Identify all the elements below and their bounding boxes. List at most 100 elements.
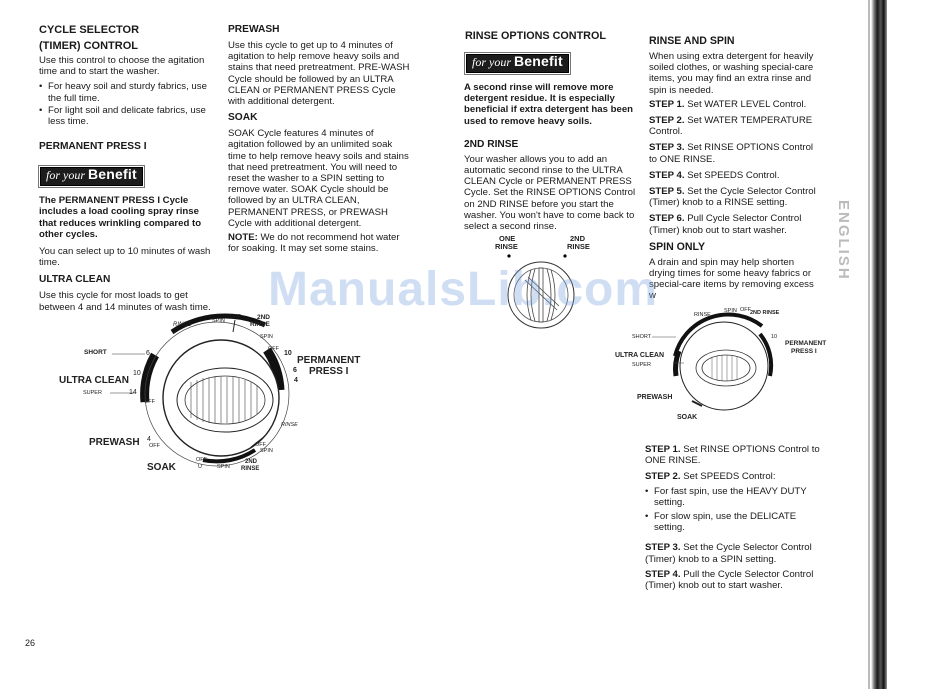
soak-note: NOTE: We do not recommend hot water for … — [228, 232, 410, 254]
small-dial-press: PRESS I — [791, 348, 817, 355]
dial-label-2nd: 2ND — [570, 234, 586, 243]
step-item: STEP 2. Set WATER TEMPERATURE Control. — [649, 115, 819, 137]
benefit-banner-rinse: for your Benefit — [464, 52, 571, 75]
step-text: Set the Cycle Selector Control (Timer) k… — [645, 542, 812, 565]
rinse-options-title: RINSE OPTIONS CONTROL — [465, 30, 606, 42]
small-dial-off: OFF — [740, 307, 751, 313]
dial-off: OFF — [230, 314, 241, 320]
column-rinse-options: RINSE OPTIONS CONTROL for your Benefit A… — [464, 30, 640, 236]
dial-off-6: OFF — [255, 442, 266, 448]
dial-spin-3: SPIN — [217, 464, 230, 470]
benefit-word: Benefit — [88, 166, 137, 183]
benefit-banner: for your Benefit — [38, 165, 145, 189]
dial-off-3: OFF — [149, 443, 160, 449]
second-rinse-title: 2ND RINSE — [464, 138, 519, 150]
step-text: Set RINSE OPTIONS Control to ONE RINSE. — [649, 142, 814, 165]
dial-2nd-3: 2ND — [245, 459, 258, 465]
benefit-word-rinse: Benefit — [514, 53, 563, 69]
small-dial-spin: SPIN — [724, 308, 737, 314]
step-text: Set the Cycle Selector Control (Timer) k… — [649, 186, 816, 209]
column-cycle-selector: CYCLE SELECTOR (TIMER) CONTROL Use this … — [38, 24, 219, 317]
dial-off-5: OFF — [268, 346, 279, 352]
step-label: STEP 6. — [649, 213, 685, 225]
small-dial-2nd: 2ND — [750, 310, 762, 316]
large-timer-knob-icon — [110, 313, 290, 467]
dial-short: SHORT — [84, 349, 107, 356]
page-gutter — [868, 0, 870, 689]
rinse-spin-steps: STEP 1. Set WATER LEVEL Control.STEP 2. … — [649, 99, 819, 236]
rinse-options-dial: ONE RINSE 2ND RINSE — [495, 232, 605, 342]
small-dial-rinse2: RINSE — [762, 310, 780, 316]
dial-ultra-clean: ULTRA CLEAN — [59, 375, 129, 386]
bullet-slow-spin: For slow spin, use the DELICATE setting. — [645, 511, 820, 533]
benefit-prefix-rinse: for your — [472, 55, 511, 69]
dial-4b: 4 — [147, 436, 151, 443]
small-dial-10: 10 — [771, 334, 778, 340]
rinse-knob-icon — [507, 254, 575, 329]
dial-rinse-3: RINSE — [281, 422, 298, 428]
benefit-prefix: for your — [46, 168, 85, 183]
ultra-clean-title: ULTRA CLEAN — [39, 274, 111, 286]
rinse-spin-intro: When using extra detergent for heavily s… — [649, 51, 814, 96]
step-label: STEP 5. — [649, 186, 685, 198]
step-text: Set SPEEDS Control. — [687, 169, 780, 181]
spin-only-steps: STEP 1. Set RINSE OPTIONS Control to ONE… — [645, 444, 820, 595]
spin-bullets: For fast spin, use the HEAVY DUTY settin… — [645, 486, 820, 534]
prewash-title: PREWASH — [228, 24, 280, 35]
bullet-heavy-soil: For heavy soil and sturdy fabrics, use t… — [39, 81, 219, 103]
small-timer-knob-icon — [652, 312, 774, 411]
step-label: STEP 1. — [649, 98, 685, 110]
step-label: STEP 2. — [649, 115, 685, 127]
step-item: STEP 3. Set the Cycle Selector Control (… — [645, 542, 820, 564]
note-text: We do not recommend hot water for soakin… — [228, 232, 400, 255]
dial-super: SUPER — [83, 390, 102, 396]
permanent-press-text: You can select up to 10 minutes of wash … — [39, 246, 211, 269]
step-text: Set SPEEDS Control: — [683, 471, 776, 483]
cycle-selector-intro: Use this control to choose the agitation… — [39, 55, 205, 78]
step-label: STEP 4. — [645, 568, 681, 580]
spin-steps-a: STEP 1. Set RINSE OPTIONS Control to ONE… — [645, 444, 820, 483]
step-label: STEP 2. — [645, 471, 681, 483]
watermark: ManualsLib.com — [268, 263, 659, 316]
binding-edge — [871, 0, 887, 689]
rinse-benefit-text: A second rinse will remove more detergen… — [464, 82, 634, 127]
dial-spin: SPIN — [212, 318, 225, 324]
prewash-text: Use this cycle to get up to 4 minutes of… — [228, 40, 410, 108]
spin-only-title: SPIN ONLY — [649, 240, 706, 253]
step-item: STEP 4. Set SPEEDS Control. — [649, 170, 819, 181]
small-dial-ultra-clean: ULTRA CLEAN — [615, 352, 664, 359]
small-dial-permanent: PERMANENT — [785, 340, 827, 347]
dial-14: 14 — [129, 389, 137, 396]
dial-permanent: PERMANENT — [297, 355, 361, 366]
small-dial-super: SUPER — [632, 362, 651, 368]
step-item: STEP 5. Set the Cycle Selector Control (… — [649, 186, 819, 208]
column-prewash-soak: PREWASH Use this cycle to get up to 4 mi… — [228, 24, 410, 258]
dial-off-4: OFF — [196, 457, 207, 463]
dial-label-rinse-one: RINSE — [495, 242, 518, 251]
cycle-selector-subtitle: (TIMER) CONTROL — [39, 40, 138, 52]
bullet-light-soil: For light soil and delicate fabrics, use… — [39, 105, 219, 127]
step-label: STEP 4. — [649, 169, 685, 181]
step-label: STEP 1. — [645, 444, 681, 455]
small-dial-soak: SOAK — [677, 414, 698, 421]
dial-10b: 10 — [133, 370, 141, 377]
spin-steps-b: STEP 3. Set the Cycle Selector Control (… — [645, 542, 820, 591]
dial-6b: 6 — [293, 367, 297, 374]
spin-only-intro: A drain and spin may help shorten drying… — [649, 256, 814, 302]
dial-press: PRESS I — [309, 366, 349, 377]
dial-label-one: ONE — [499, 234, 516, 243]
cycle-selector-title: CYCLE SELECTOR — [39, 24, 140, 36]
step-text: Pull Cycle Selector Control (Timer) knob… — [649, 213, 802, 236]
rinse-spin-title: RINSE AND SPIN — [649, 35, 735, 47]
permanent-press-title: PERMANENT PRESS I — [39, 141, 147, 153]
dial-2nd: 2ND — [257, 314, 271, 321]
cycle-selector-bullets: For heavy soil and sturdy fabrics, use t… — [39, 81, 219, 127]
step-text: Set RINSE OPTIONS Control to ONE RINSE. — [645, 444, 820, 467]
step-item: STEP 2. Set SPEEDS Control: — [645, 471, 820, 482]
cycle-selector-dial-small: RINSE SPIN OFF 2ND RINSE SHORT 10 PERMAN… — [612, 306, 832, 426]
step-text: Set WATER TEMPERATURE Control. — [649, 115, 813, 138]
small-dial-2nd-rinse: 2ND RINSE — [750, 310, 779, 316]
step-label: STEP 3. — [645, 542, 681, 554]
bullet-fast-spin: For fast spin, use the HEAVY DUTY settin… — [645, 486, 820, 508]
dial-4: 4 — [294, 377, 298, 384]
